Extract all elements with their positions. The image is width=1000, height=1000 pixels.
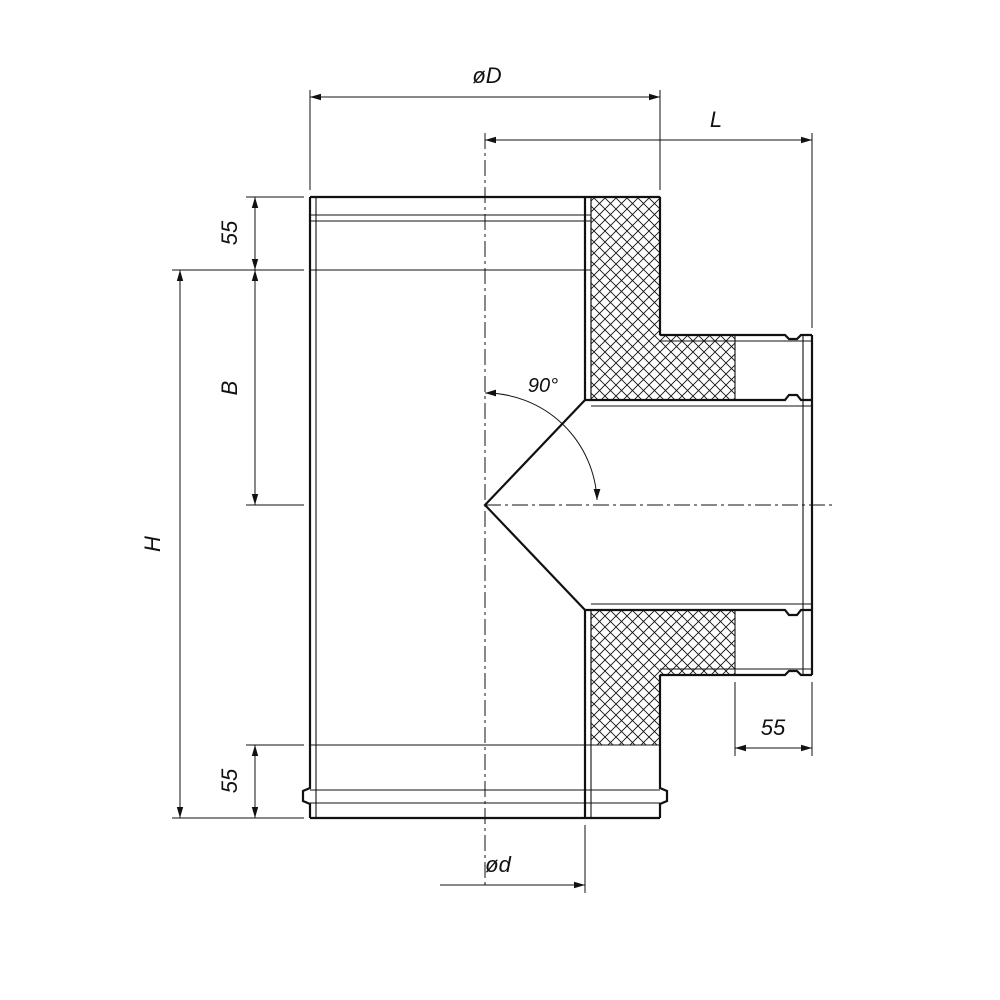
dimension-branch-offset: B xyxy=(217,270,304,506)
dim-label-top-socket: 55 xyxy=(217,220,242,245)
dimension-outer-diameter: øD xyxy=(309,63,661,190)
dimension-branch-end: 55 xyxy=(734,682,813,756)
dimension-branch-length: L xyxy=(485,107,813,328)
dim-label-total-height: H xyxy=(140,536,165,552)
branch-outline xyxy=(585,333,814,677)
dim-label-angle: 90° xyxy=(528,375,558,397)
dimension-angle: 90° xyxy=(484,375,601,501)
dim-label-outer-diameter: øD xyxy=(472,63,501,88)
dim-label-bottom-socket: 55 xyxy=(217,768,242,793)
dimension-inner-diameter: ød xyxy=(440,825,586,893)
insulation-hatch-bottom xyxy=(590,609,736,746)
dimension-bottom-socket: 55 xyxy=(217,744,304,818)
dim-label-inner-diameter: ød xyxy=(485,852,511,877)
dim-label-branch-length: L xyxy=(710,107,722,132)
dimension-total-height: H xyxy=(140,270,304,819)
dim-label-branch-end: 55 xyxy=(761,715,786,740)
insulation-hatch-top xyxy=(590,196,736,401)
dim-label-branch-offset: B xyxy=(217,381,242,396)
main-body-outline xyxy=(301,195,669,820)
dimension-top-socket: 55 xyxy=(172,196,304,271)
